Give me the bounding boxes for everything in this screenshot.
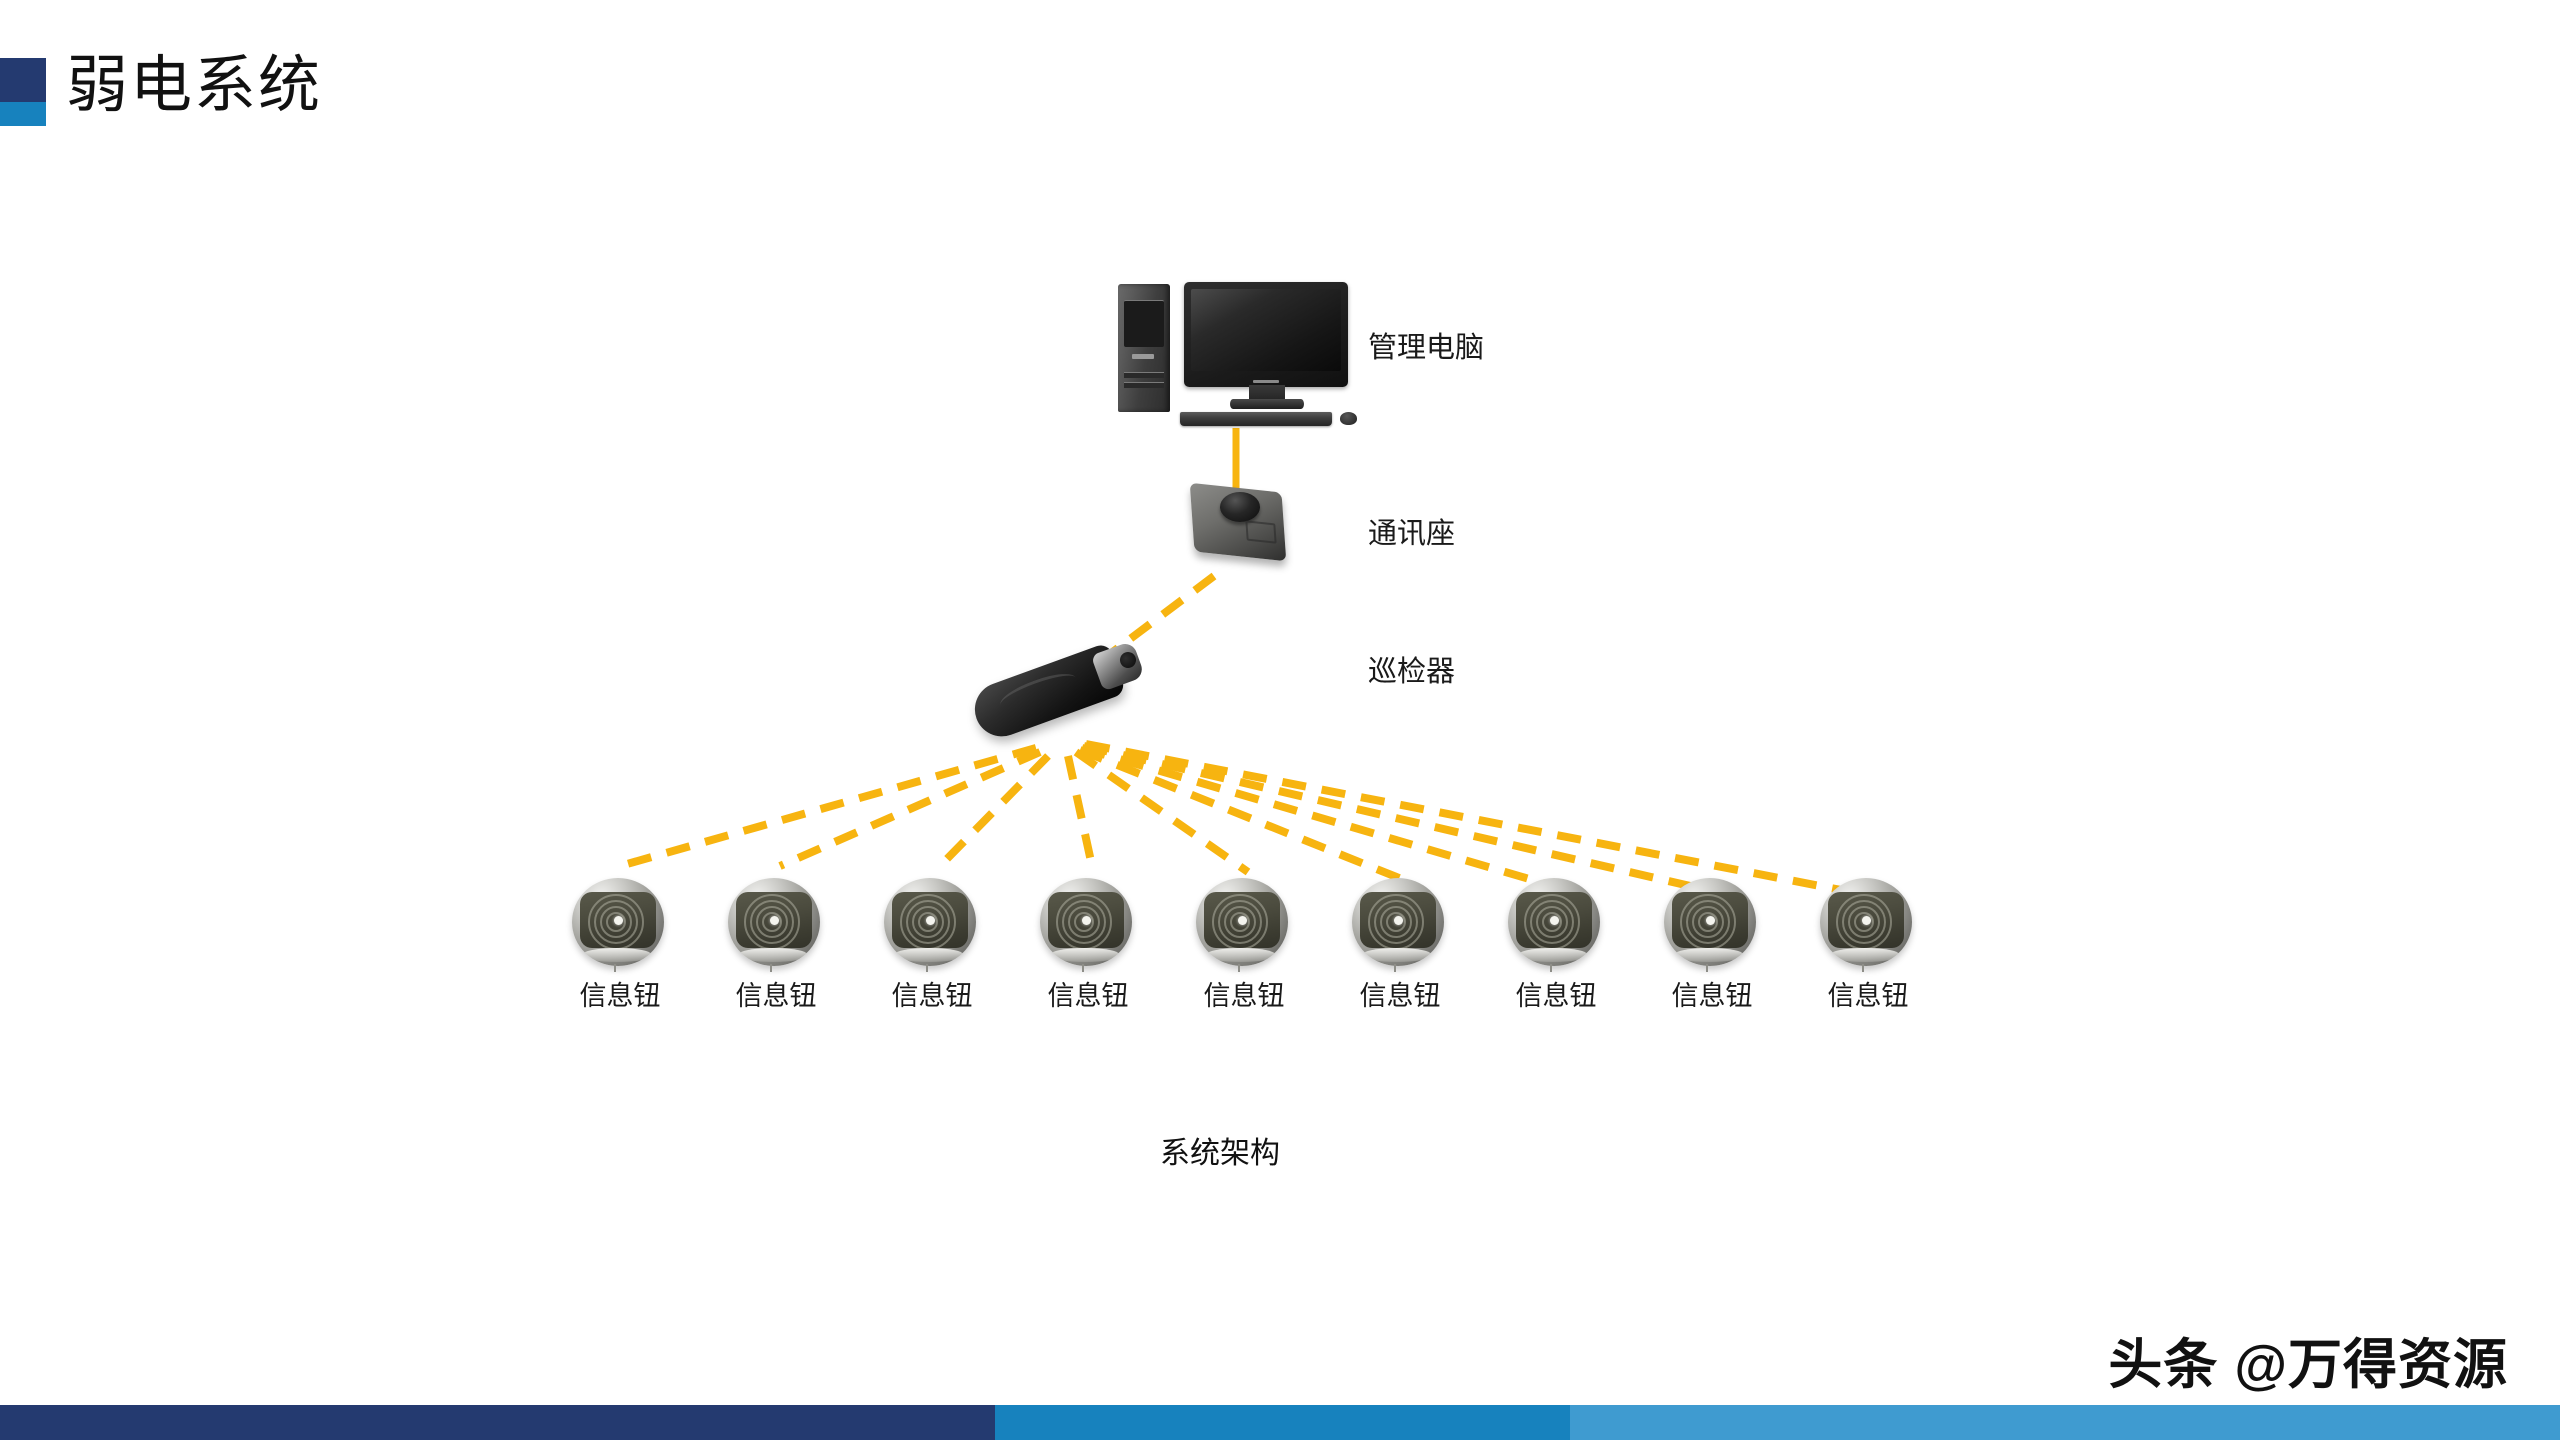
link-reader-button-5: [1073, 748, 1251, 876]
info-button-4: 信息钮: [1040, 878, 1136, 1011]
info-button-pin-icon: [1238, 964, 1240, 972]
rfid-wave-icon: [1828, 892, 1904, 948]
footer-bar-navy: [0, 1405, 995, 1440]
diagram-caption: 系统架构: [1160, 1137, 1280, 1170]
title-accent-block-navy: [0, 58, 46, 102]
info-button-highlight: [1362, 948, 1432, 962]
monitor-stand-icon: [1249, 385, 1285, 401]
info-button-disc-icon: [1508, 878, 1600, 966]
info-button-center-dot-icon: [1862, 916, 1871, 925]
info-button-pin-icon: [770, 964, 772, 972]
info-button-label: 信息钮: [1671, 981, 1753, 1011]
info-button-highlight: [1830, 948, 1900, 962]
info-button-center-dot-icon: [1706, 916, 1715, 925]
info-button-label: 信息钮: [1515, 981, 1597, 1011]
rfid-wave-icon: [736, 892, 812, 948]
info-button-center-dot-icon: [770, 916, 779, 925]
info-button-label: 信息钮: [1827, 981, 1909, 1011]
info-button-disc-icon: [884, 878, 976, 966]
info-button-center-dot-icon: [1394, 916, 1403, 925]
info-button-pin-icon: [614, 964, 616, 972]
info-button-center-dot-icon: [926, 916, 935, 925]
link-reader-button-1: [618, 744, 1038, 870]
info-button-1: 信息钮: [572, 878, 668, 1011]
link-reader-button-7: [1080, 744, 1562, 892]
info-button-center-dot-icon: [1550, 916, 1559, 925]
keyboard-icon: [1180, 412, 1332, 426]
info-button-disc-icon: [1040, 878, 1132, 966]
info-button-pin-icon: [1394, 964, 1396, 972]
info-button-highlight: [1518, 948, 1588, 962]
info-button-8: 信息钮: [1664, 878, 1760, 1011]
watermark: 头条 @万得资源: [2108, 1335, 2508, 1395]
info-button-pin-icon: [1862, 964, 1864, 972]
info-button-2: 信息钮: [728, 878, 824, 1011]
rfid-wave-icon: [1516, 892, 1592, 948]
info-button-highlight: [1674, 948, 1744, 962]
info-button-pin-icon: [1082, 964, 1084, 972]
desktop-tower-icon: [1118, 284, 1170, 412]
page-title: 弱电系统: [66, 51, 323, 120]
link-reader-button-4: [1064, 755, 1096, 867]
info-button-highlight: [738, 948, 808, 962]
info-button-highlight: [1206, 948, 1276, 962]
info-button-disc-icon: [1352, 878, 1444, 966]
info-button-disc-icon: [728, 878, 820, 966]
monitor-icon: [1184, 282, 1348, 387]
label-communication-dock: 通讯座: [1368, 518, 1456, 550]
info-button-center-dot-icon: [614, 916, 623, 925]
label-patrol-reader: 巡检器: [1368, 656, 1456, 688]
link-reader-button-9: [1085, 740, 1873, 900]
info-button-disc-icon: [1196, 878, 1288, 966]
node-management-computer: [1118, 282, 1357, 432]
link-reader-button-6: [1078, 746, 1406, 884]
info-button-label: 信息钮: [735, 981, 817, 1011]
footer-bar-blue: [995, 1405, 1570, 1440]
info-button-disc-icon: [1664, 878, 1756, 966]
title-accent-block-blue: [0, 102, 46, 126]
info-button-disc-icon: [572, 878, 664, 966]
node-patrol-reader: [967, 640, 1158, 750]
info-button-pin-icon: [926, 964, 928, 972]
info-button-9: 信息钮: [1820, 878, 1916, 1011]
label-management-computer: 管理电脑: [1368, 332, 1485, 364]
mouse-icon: [1340, 412, 1357, 425]
link-reader-button-3: [937, 753, 1051, 869]
info-button-label: 信息钮: [1047, 981, 1129, 1011]
footer-bar-light: [1570, 1405, 2560, 1440]
dock-knob-icon: [1220, 492, 1260, 522]
info-button-highlight: [894, 948, 964, 962]
info-button-label: 信息钮: [579, 981, 661, 1011]
dock-slot-icon: [1245, 520, 1277, 544]
link-reader-button-2: [778, 748, 1042, 870]
info-button-7: 信息钮: [1508, 878, 1604, 1011]
info-button-highlight: [582, 948, 652, 962]
info-button-6: 信息钮: [1352, 878, 1448, 1011]
link-reader-button-8: [1083, 742, 1717, 896]
rfid-wave-icon: [580, 892, 656, 948]
info-button-pin-icon: [1550, 964, 1552, 972]
info-button-disc-icon: [1820, 878, 1912, 966]
info-button-center-dot-icon: [1082, 916, 1091, 925]
info-button-3: 信息钮: [884, 878, 980, 1011]
info-button-5: 信息钮: [1196, 878, 1292, 1011]
info-button-highlight: [1050, 948, 1120, 962]
node-communication-dock: [1186, 478, 1296, 574]
info-button-pin-icon: [1706, 964, 1708, 972]
info-button-label: 信息钮: [1359, 981, 1441, 1011]
info-button-label: 信息钮: [1203, 981, 1285, 1011]
info-button-center-dot-icon: [1238, 916, 1247, 925]
monitor-base-icon: [1230, 399, 1304, 409]
info-button-label: 信息钮: [891, 981, 973, 1011]
